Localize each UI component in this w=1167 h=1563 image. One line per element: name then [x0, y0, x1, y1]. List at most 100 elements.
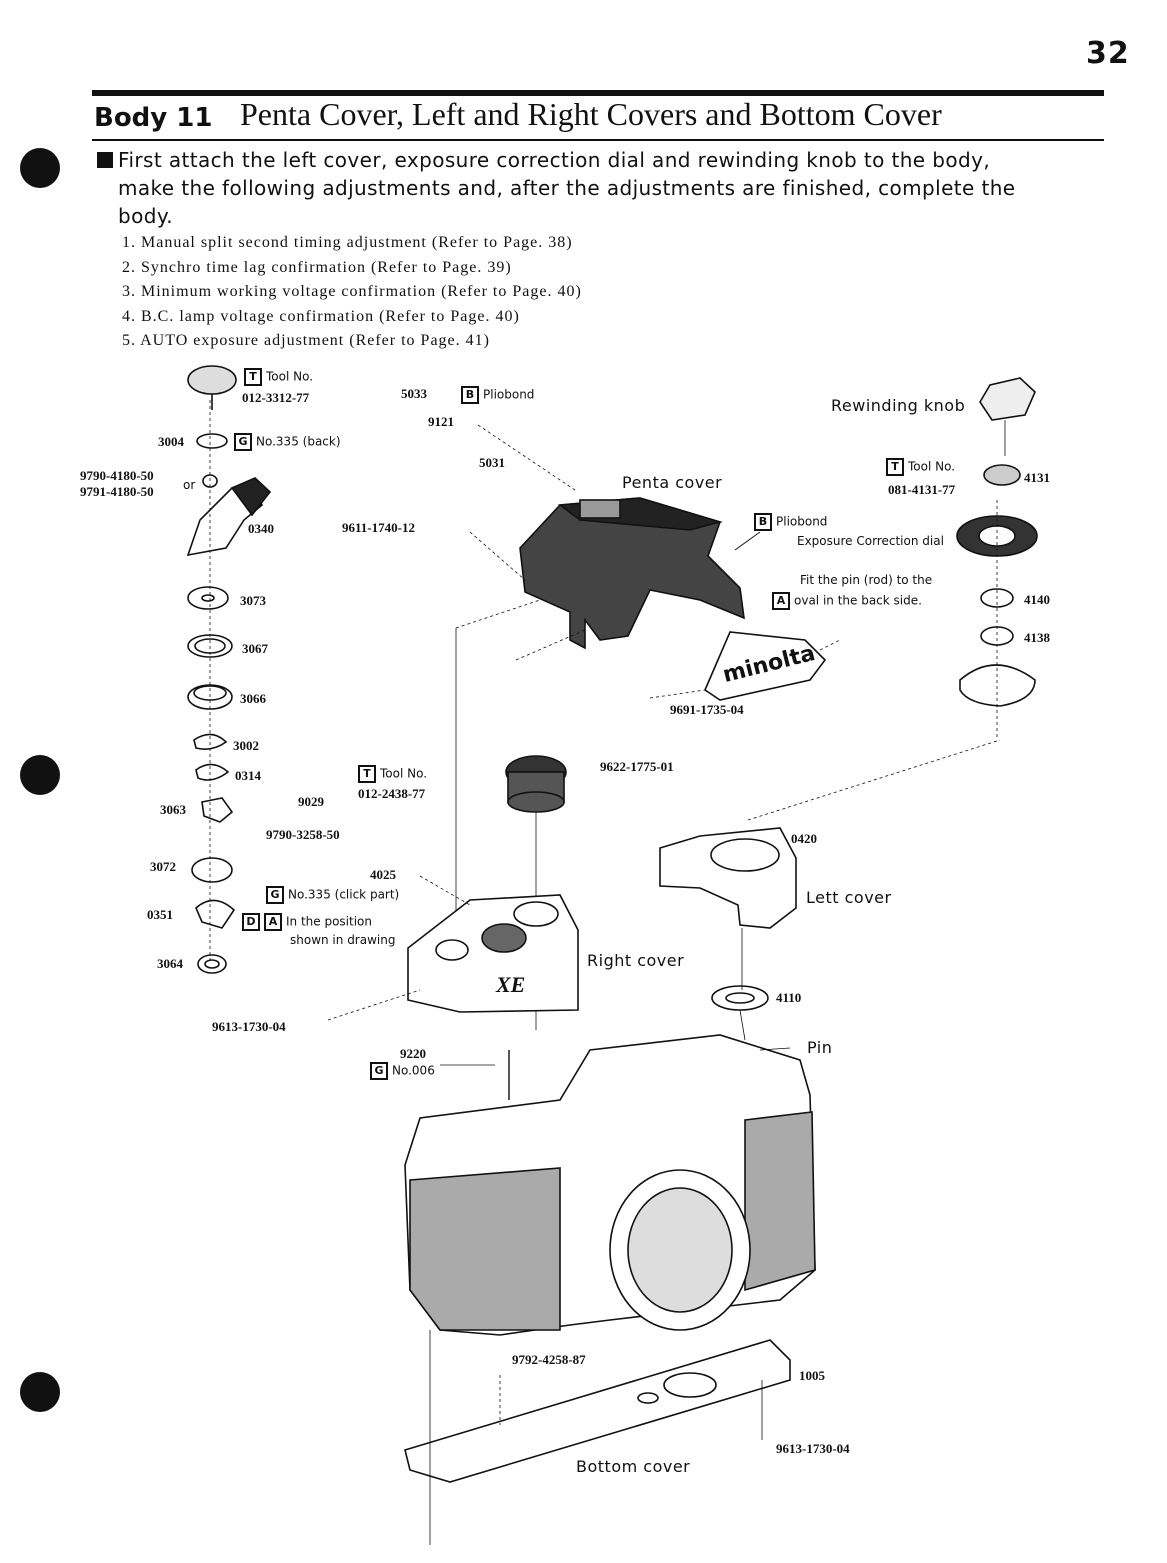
part-label: 9791-4180-50 — [80, 484, 154, 499]
part-label: 081-4131-77 — [888, 482, 956, 497]
caption-bottom-cover: Bottom cover — [576, 1457, 691, 1476]
part-label: 9613-1730-04 — [776, 1441, 850, 1456]
step-item: 1. Manual split second timing adjustment… — [122, 234, 573, 251]
step-item: 3. Minimum working voltage confirmation … — [122, 283, 582, 300]
caption-left-cover: Lett cover — [806, 888, 892, 907]
part-label: 9220 — [400, 1046, 426, 1061]
part-label: 0420 — [791, 831, 817, 846]
note-no006-text: No.006 — [392, 1063, 435, 1078]
part-0351 — [195, 899, 236, 929]
note-position-text-1: In the position — [286, 914, 372, 929]
part-3072 — [191, 857, 233, 883]
part-label: 3064 — [157, 956, 183, 971]
part-rewind-base — [959, 664, 1036, 707]
part-label: 0340 — [248, 521, 274, 536]
section-number: Body 11 — [94, 103, 213, 133]
note-tool-text: Tool No. — [908, 459, 956, 474]
part-label: 0314 — [235, 768, 261, 783]
part-label: 9613-1730-04 — [212, 1019, 286, 1034]
part-label: 3072 — [150, 859, 176, 874]
note-no335-back-text: No.335 (back) — [256, 434, 341, 449]
part-label: 9029 — [298, 794, 324, 809]
note-tool-text: Tool No. — [380, 766, 428, 781]
part-label: 1005 — [799, 1368, 825, 1383]
note-tool-text: Tool No. — [266, 369, 314, 384]
caption-pin: Pin — [807, 1038, 833, 1057]
caption-right-cover: Right cover — [587, 951, 685, 970]
note-position-2: shown in drawing — [290, 933, 396, 947]
part-4131 — [983, 464, 1021, 486]
part-bottom-cover — [404, 1339, 791, 1483]
binder-hole — [20, 1372, 60, 1412]
caption-fit-pin-2-text: oval in the back side. — [794, 593, 922, 608]
part-label: 4131 — [1024, 470, 1050, 485]
part-4140 — [980, 588, 1014, 608]
part-label: 9790-3258-50 — [266, 827, 340, 842]
part-label: 9121 — [428, 414, 454, 429]
caption-rewinding-knob: Rewinding knob — [831, 396, 966, 415]
part-label: 5031 — [479, 455, 505, 470]
part-label: 4140 — [1024, 592, 1050, 607]
part-3063 — [201, 797, 234, 823]
part-label: 9790-4180-50 — [80, 468, 154, 483]
part-right-cover — [407, 894, 579, 1013]
part-label: 3066 — [240, 691, 266, 706]
part-4110 — [711, 985, 769, 1011]
part-label: 9622-1775-01 — [600, 759, 674, 774]
page-title: Penta Cover, Left and Right Covers and B… — [240, 96, 942, 132]
part-0314 — [195, 763, 230, 781]
note-no335-click-text: No.335 (click part) — [288, 887, 400, 902]
step-list: 1. Manual split second timing adjustment… — [122, 234, 582, 357]
part-label: 3073 — [240, 593, 266, 608]
part-label: 9611-1740-12 — [342, 520, 415, 535]
intro-text: First attach the left cover, exposure co… — [118, 148, 1016, 228]
caption-penta-cover: Penta cover — [622, 473, 723, 492]
part-3067 — [187, 634, 233, 658]
part-label: 4138 — [1024, 630, 1050, 645]
part-4138 — [980, 626, 1014, 646]
part-label: 3004 — [158, 434, 184, 449]
title-rule-bottom — [92, 139, 1104, 141]
part-3073 — [187, 586, 229, 610]
part-label: 3067 — [242, 641, 268, 656]
part-label: 0351 — [147, 907, 173, 922]
note-or: or — [183, 478, 196, 492]
part-label: 9691-1735-04 — [670, 702, 744, 717]
bullet-square-icon — [97, 152, 113, 168]
note-pliobond-text: Pliobond — [483, 387, 535, 402]
part-tool-disc — [187, 365, 237, 395]
title-rule-top — [92, 90, 1104, 96]
note-pliobond-text: Pliobond — [776, 514, 828, 529]
part-rewinding-knob — [979, 377, 1036, 421]
step-item: 5. AUTO exposure adjustment (Refer to Pa… — [122, 332, 490, 349]
step-item: 2. Synchro time lag confirmation (Refer … — [122, 258, 512, 276]
part-3004 — [196, 433, 228, 449]
part-3064 — [197, 954, 227, 974]
part-label: 4110 — [776, 990, 802, 1005]
caption-fit-pin-1: Fit the pin (rod) to the — [800, 573, 933, 587]
part-label: 012-2438-77 — [358, 786, 426, 801]
page-number: 32 — [1086, 36, 1130, 71]
binder-hole — [20, 148, 60, 188]
binder-hole — [20, 755, 60, 795]
part-label: 5033 — [401, 386, 427, 401]
part-label: 3063 — [160, 802, 186, 817]
part-label: 3002 — [233, 738, 259, 753]
part-front-badge — [704, 631, 827, 701]
caption-exposure-dial: Exposure Correction dial — [797, 534, 944, 548]
part-3002 — [193, 733, 228, 750]
part-label: 012-3312-77 — [242, 390, 310, 405]
part-3066 — [187, 684, 233, 710]
part-label: 4025 — [370, 867, 396, 882]
